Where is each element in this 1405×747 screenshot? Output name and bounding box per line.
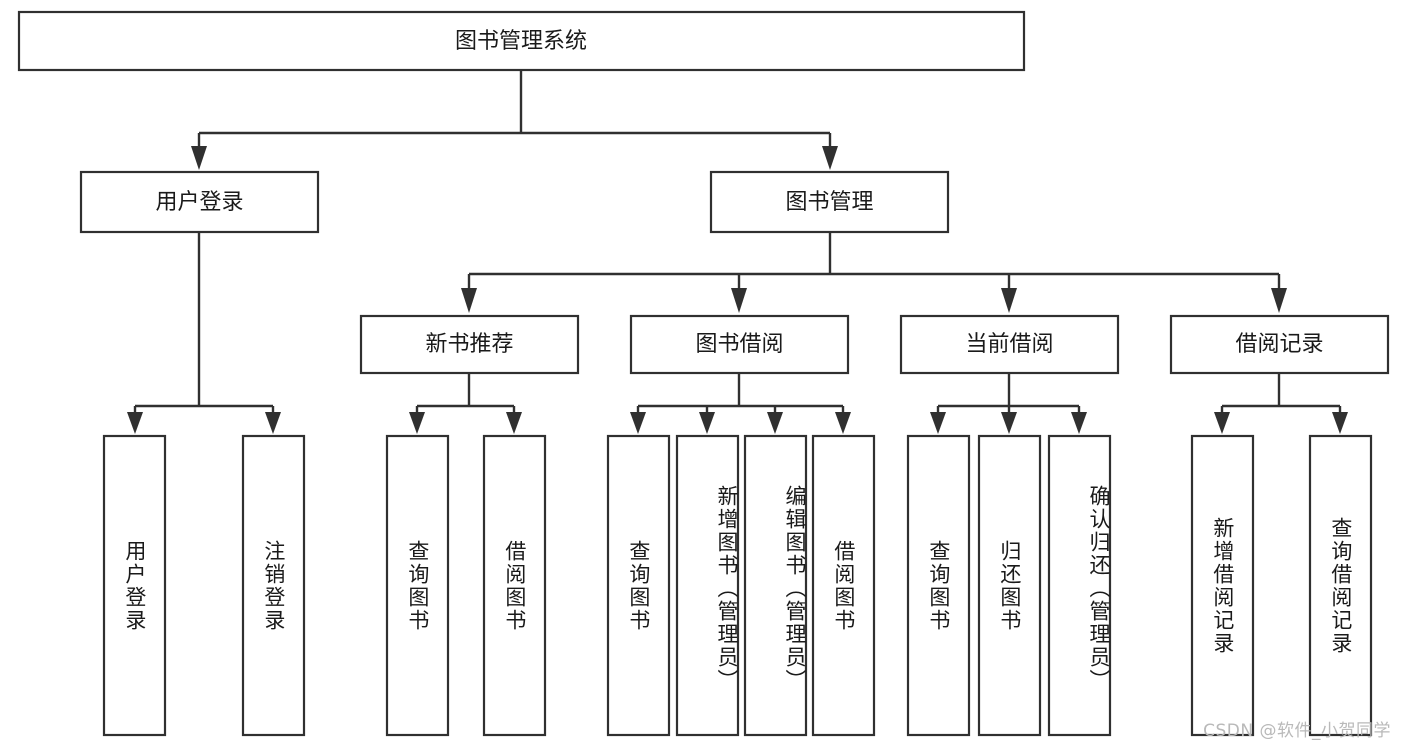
node-box-leaf-query-book-3[interactable] xyxy=(906,434,971,737)
node-label-user-login: 用户登录 xyxy=(155,190,243,215)
node-box-leaf-logout-login[interactable] xyxy=(241,434,306,737)
arrow-bb-query-book xyxy=(630,412,646,434)
arrow-nb-borrow-book xyxy=(506,412,522,434)
leaf-boxes-borrow-record xyxy=(1190,434,1373,737)
node-box-leaf-user-login[interactable] xyxy=(102,434,167,737)
arrow-new-book-recommend xyxy=(461,288,477,313)
arrow-cb-query-book xyxy=(930,412,946,434)
leaf-boxes-current-borrow xyxy=(906,434,1112,737)
arrow-nb-query-book xyxy=(409,412,425,434)
node-box-borrow-record[interactable] xyxy=(1169,314,1390,375)
leaf-boxes-user-login xyxy=(102,434,306,737)
edges-newbook-to-leaves xyxy=(409,373,522,434)
node-box-user-login[interactable] xyxy=(79,170,320,234)
arrow-cb-return-book xyxy=(1001,412,1017,434)
leaf-boxes-book-borrow xyxy=(606,434,876,737)
node-box-leaf-add-record[interactable] xyxy=(1190,434,1255,737)
csdn-watermark: CSDN @软件_小贺同学 xyxy=(1203,721,1391,741)
node-box-new-book-recommend[interactable] xyxy=(359,314,580,375)
edges-currentborrow-to-leaves xyxy=(930,373,1087,434)
arrow-user-login xyxy=(191,146,207,170)
node-box-leaf-query-record[interactable] xyxy=(1308,434,1373,737)
node-box-leaf-borrow-book-1[interactable] xyxy=(482,434,547,737)
node-label-borrow-record: 借阅记录 xyxy=(1235,332,1323,357)
node-box-book-manage[interactable] xyxy=(709,170,950,234)
node-label-book-manage: 图书管理 xyxy=(785,190,873,215)
arrow-br-add-record xyxy=(1214,412,1230,434)
arrow-bb-borrow-book xyxy=(835,412,851,434)
node-box-leaf-confirm-return[interactable] xyxy=(1047,434,1112,737)
node-box-leaf-edit-book[interactable] xyxy=(743,434,808,737)
leaf-boxes-new-book-recommend xyxy=(385,434,547,737)
arrow-cb-confirm-return xyxy=(1071,412,1087,434)
edges-root-to-level2 xyxy=(191,70,838,170)
arrow-borrow-record xyxy=(1271,288,1287,313)
node-label-system-title: 图书管理系统 xyxy=(455,29,587,54)
node-box-system-title[interactable] xyxy=(17,10,1026,72)
arrow-book-manage xyxy=(822,146,838,170)
arrow-bb-edit-book xyxy=(767,412,783,434)
node-box-leaf-add-book[interactable] xyxy=(675,434,740,737)
arrow-book-borrow xyxy=(731,288,747,313)
arrow-current-borrow xyxy=(1001,288,1017,313)
edges-userlogin-to-leaves xyxy=(127,232,281,434)
edges-bookmanage-to-level3 xyxy=(461,232,1287,313)
node-label-new-book-recommend: 新书推荐 xyxy=(425,332,513,357)
arrow-bb-add-book xyxy=(699,412,715,434)
node-box-leaf-return-book[interactable] xyxy=(977,434,1042,737)
node-label-current-borrow: 当前借阅 xyxy=(965,332,1053,357)
arrow-leaf-user-login xyxy=(127,412,143,434)
edges-borrowrecord-to-leaves xyxy=(1214,373,1348,434)
node-label-book-borrow: 图书借阅 xyxy=(695,332,783,357)
arrow-leaf-logout-login xyxy=(265,412,281,434)
node-box-book-borrow[interactable] xyxy=(629,314,850,375)
arrow-br-query-record xyxy=(1332,412,1348,434)
node-box-current-borrow[interactable] xyxy=(899,314,1120,375)
node-box-leaf-borrow-book-2[interactable] xyxy=(811,434,876,737)
node-box-leaf-query-book-1[interactable] xyxy=(385,434,450,737)
node-box-leaf-query-book-2[interactable] xyxy=(606,434,671,737)
edges-bookborrow-to-leaves xyxy=(630,373,851,434)
